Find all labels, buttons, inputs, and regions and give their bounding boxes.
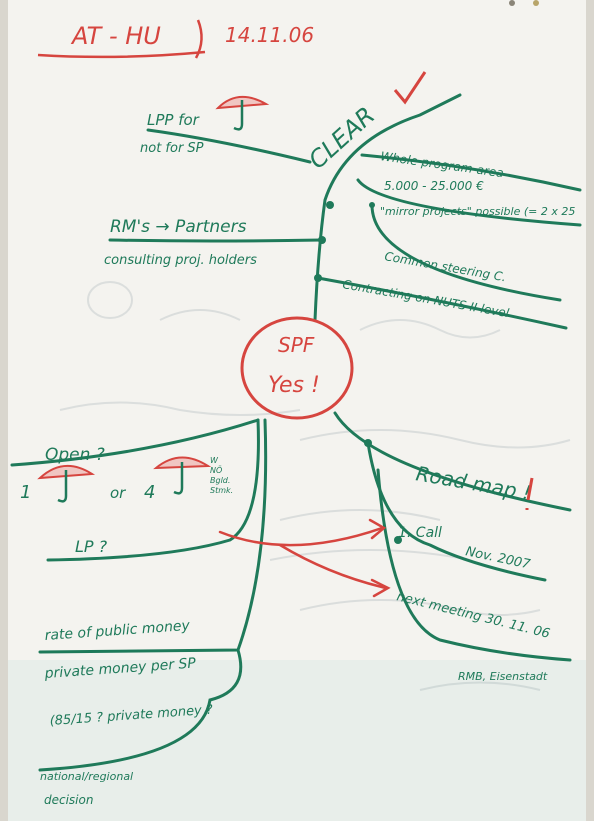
header-underline <box>37 50 206 59</box>
rm-label-1: RM's → Partners <box>110 217 247 237</box>
center-label-1: SPF <box>278 333 315 357</box>
checkmark-icon <box>393 71 427 105</box>
region-note-4: Stmk. <box>210 486 233 495</box>
call-label: 1. Call <box>398 525 442 541</box>
lpp-label-2: not for SP <box>140 141 204 156</box>
lpp-label-1: LPP for <box>147 111 200 129</box>
clear-item-3: "mirror projects" possible (= 2 x 25 <box>380 205 575 218</box>
arrow-head-2 <box>370 578 391 598</box>
branch-nodes <box>314 201 402 544</box>
show-through-marks <box>59 281 571 691</box>
clear-item-2: 5.000 - 25.000 € <box>384 179 484 193</box>
header-title: AT - HU <box>70 22 161 50</box>
region-note-2: NÖ <box>210 465 222 475</box>
header-date: 14.11.06 <box>225 23 314 47</box>
region-note-3: Bgld. <box>210 476 230 485</box>
header-bracket <box>194 19 203 59</box>
umbrella-icon <box>153 456 212 495</box>
header: AT - HU 14.11.06 <box>37 19 314 59</box>
or-label: or <box>110 484 126 502</box>
arrow-head-1 <box>368 518 387 540</box>
umbrella-icon <box>215 96 270 131</box>
meeting-place: RMB, Eisenstadt <box>458 670 548 683</box>
umbrella-icon <box>37 465 96 503</box>
count-one: 1 <box>20 482 31 503</box>
red-arrows <box>218 518 391 598</box>
center-circle <box>240 316 354 420</box>
rm-section: RM's → Partners consulting proj. holders <box>104 217 257 268</box>
region-note-1: W <box>210 456 219 465</box>
national-line-2: decision <box>44 793 93 807</box>
arrow-to-call <box>218 526 384 547</box>
arrow-to-meeting <box>278 543 388 590</box>
count-four: 4 <box>144 482 155 503</box>
lpp-section: LPP for not for SP <box>140 96 270 156</box>
open-section: Open ? 1 or 4 W NÖ Bgld. Stmk. LP ? <box>20 445 233 556</box>
center-label-2: Yes ! <box>268 373 320 398</box>
pins <box>509 0 539 6</box>
national-line-1: national/regional <box>40 770 133 783</box>
center-node: SPF Yes ! <box>240 316 354 420</box>
rm-label-2: consulting proj. holders <box>104 253 257 268</box>
exclamation-icon <box>525 477 534 510</box>
open-label: Open ? <box>45 445 105 465</box>
paper-shadow <box>8 660 586 821</box>
lp-label: LP ? <box>75 537 108 556</box>
